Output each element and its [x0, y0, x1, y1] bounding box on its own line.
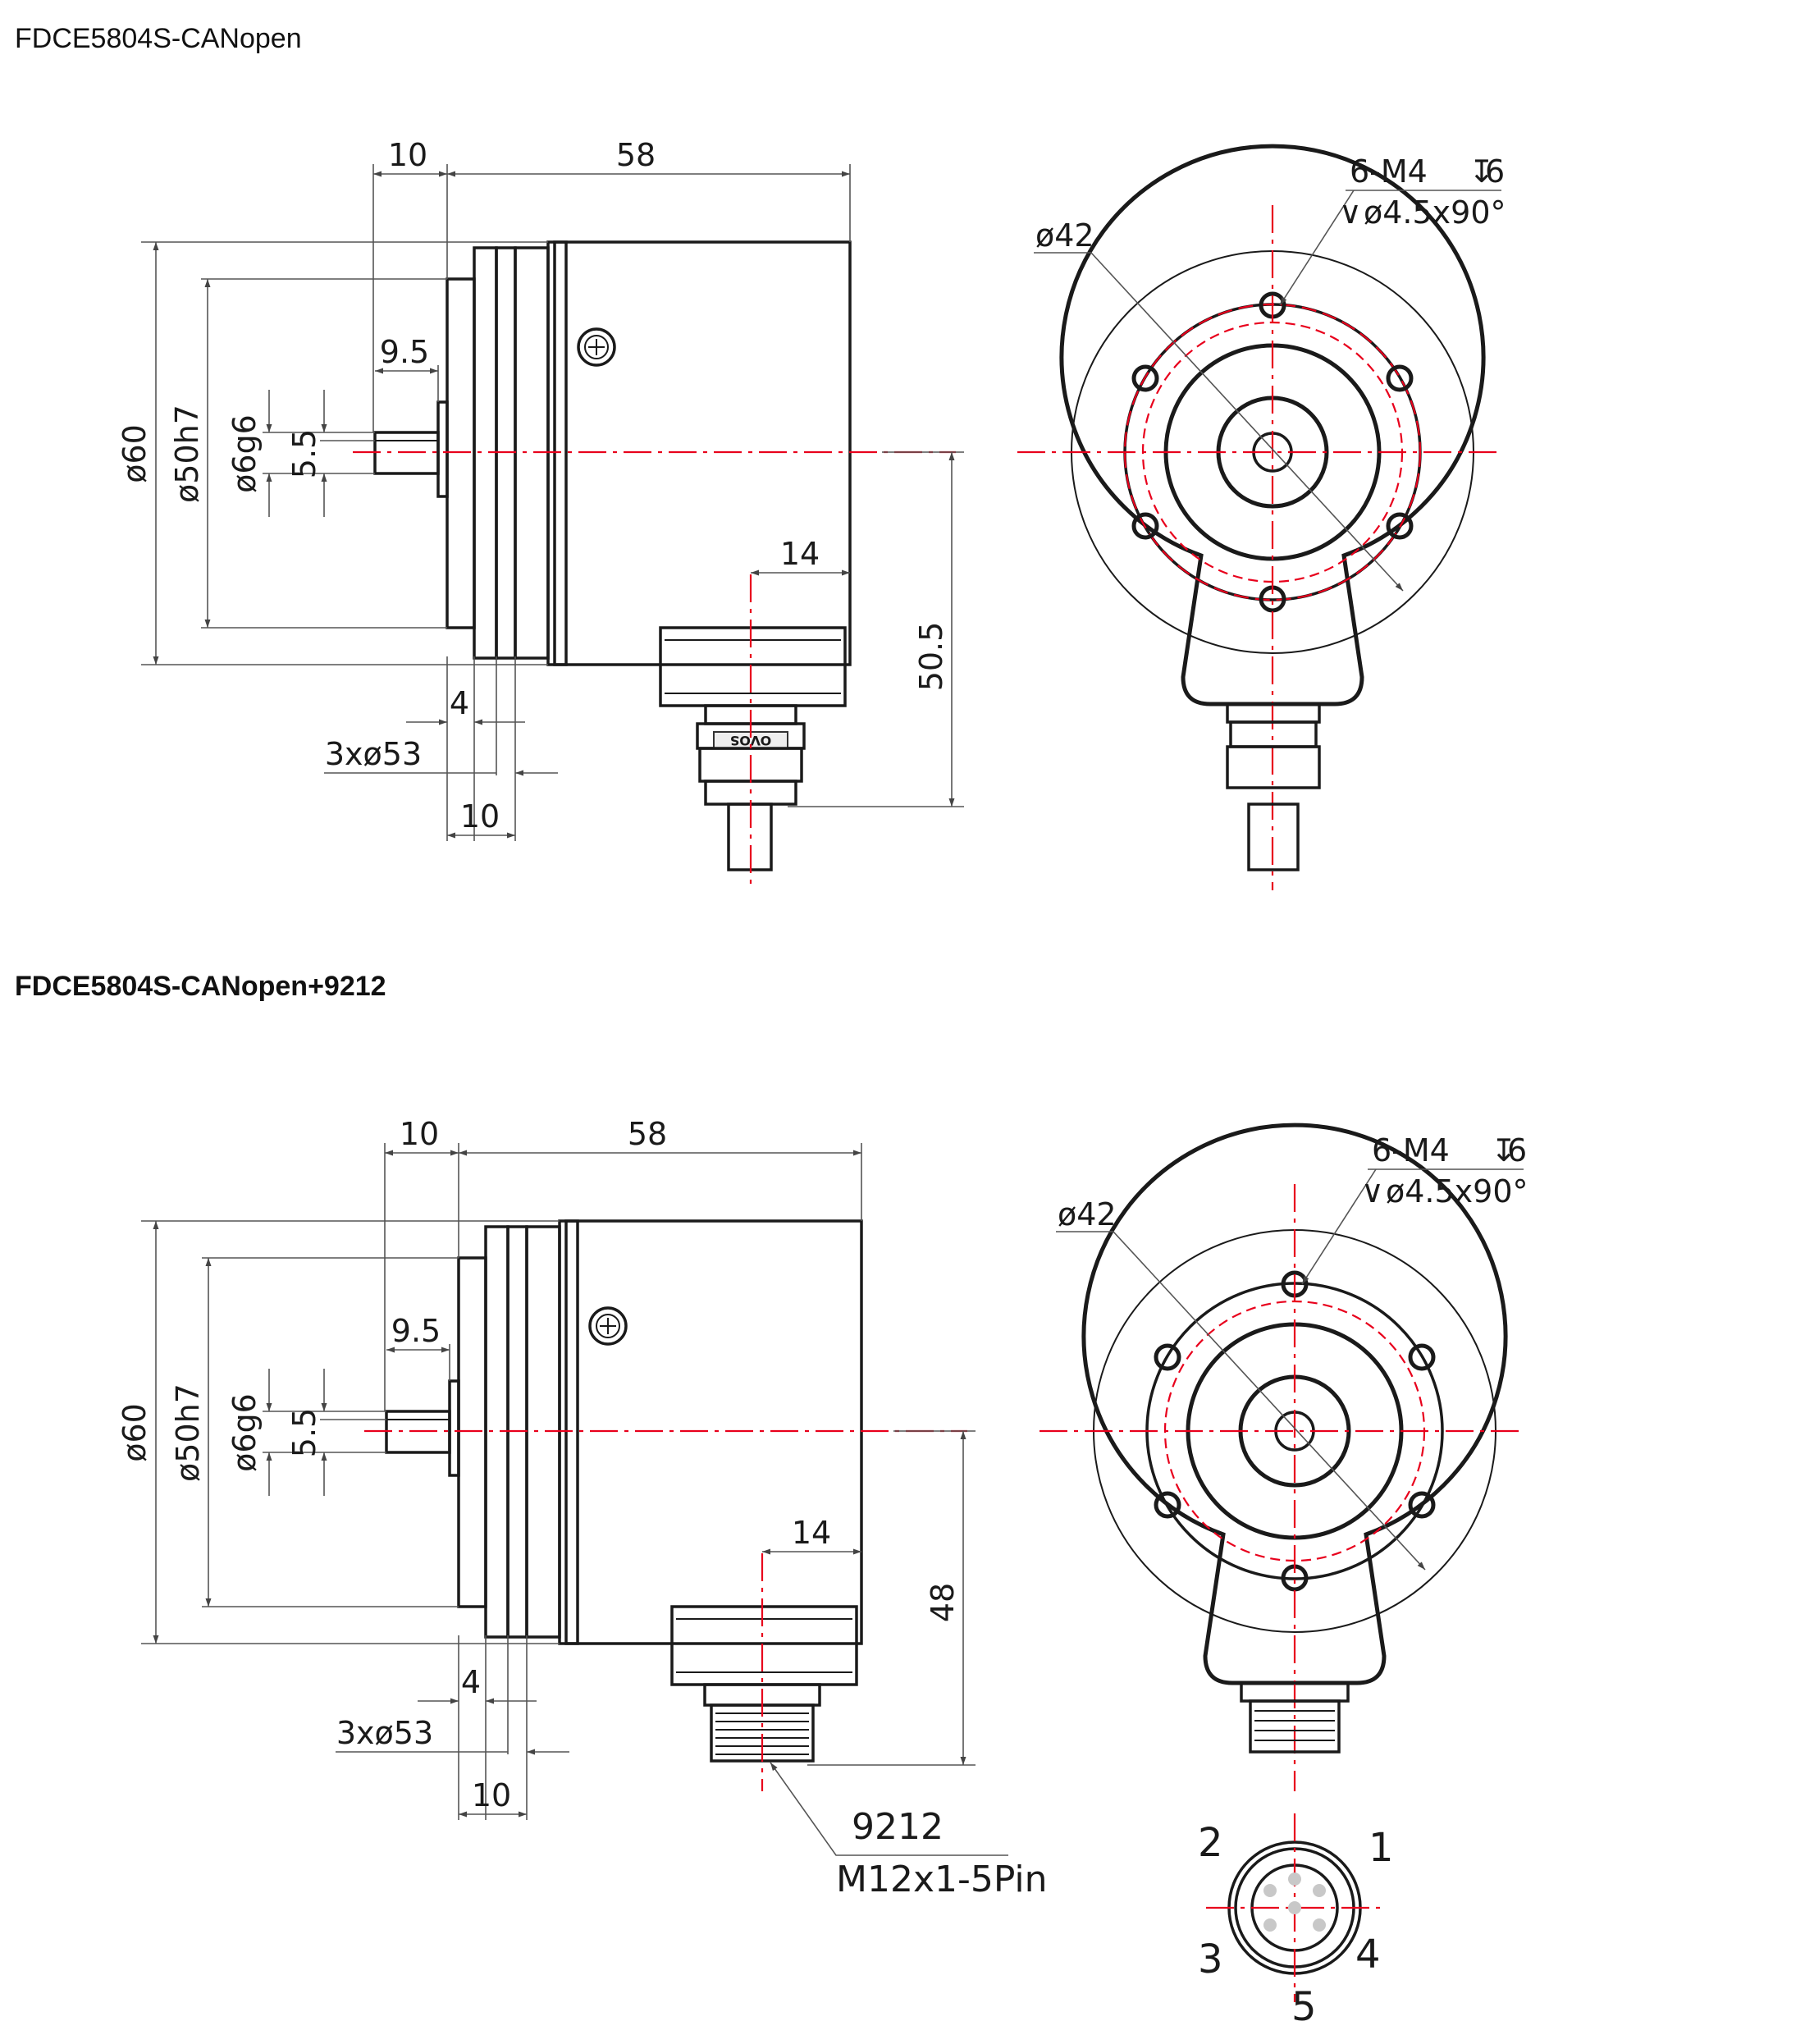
housing-outline	[1059, 144, 1486, 706]
dim-flat: 5.5	[286, 1408, 322, 1457]
front-bolt-circle: ø42	[1035, 217, 1094, 254]
pilot	[446, 277, 476, 629]
screw-icon	[588, 1306, 628, 1346]
dim-flange-width: 10	[388, 137, 427, 173]
dim-shaft-diameter: ø6g6	[226, 414, 263, 493]
encoder-body	[546, 240, 852, 666]
cable-gland-housing	[659, 626, 847, 707]
m12-thread	[1249, 1699, 1341, 1754]
dim-outer-diameter: ø60	[117, 1403, 153, 1462]
side-view-standard: OVOS	[117, 137, 964, 890]
front-threads: 6-M4	[1350, 153, 1428, 190]
pin-2	[1263, 1884, 1277, 1897]
depth-symbol-icon: ↧	[1491, 1132, 1517, 1168]
gland-marking: OVOS	[730, 733, 771, 748]
dim-flat: 5.5	[286, 429, 322, 478]
encoder-body	[558, 1219, 863, 1645]
front-thread-depth: 6	[1507, 1132, 1527, 1168]
dim-outer-diameter: ø60	[117, 424, 153, 483]
connector-code: 9212	[852, 1806, 944, 1848]
dim-shaft-length: 9.5	[391, 1313, 441, 1349]
dim-groove: 4	[450, 685, 469, 721]
depth-symbol-icon: ↧	[1469, 153, 1495, 190]
dim-shaft-diameter: ø6g6	[226, 1393, 263, 1472]
connector-housing	[670, 1605, 858, 1686]
dim-pilot-diameter: ø50h7	[170, 1383, 206, 1482]
dim-flange-width: 10	[400, 1116, 439, 1152]
countersink-icon: ∨	[1361, 1173, 1384, 1209]
countersink-icon: ∨	[1339, 194, 1362, 231]
housing-outline	[1081, 1123, 1508, 1685]
pin-label-1: 1	[1368, 1825, 1394, 1871]
dim-flange-rings: 3xø53	[325, 736, 422, 772]
pin-label-5: 5	[1291, 1984, 1317, 2030]
pilot	[457, 1256, 487, 1608]
dim-connector-height: 48	[925, 1583, 961, 1622]
dim-shaft-length: 9.5	[380, 334, 429, 370]
pin-label-3: 3	[1198, 1937, 1223, 1982]
dim-body-length: 58	[616, 137, 656, 173]
pin-3	[1263, 1918, 1277, 1932]
dim-body-length: 58	[628, 1116, 667, 1152]
connector-type: M12x1-5Pin	[836, 1859, 1048, 1900]
mounting-hole	[1154, 1270, 1436, 1592]
m12-pinout: 1 2 3 4 5	[1198, 1813, 1394, 2030]
dim-flange-rings: 3xø53	[336, 1715, 433, 1751]
pin-1	[1288, 1873, 1301, 1886]
front-threads: 6-M4	[1372, 1132, 1450, 1168]
dim-pilot-diameter: ø50h7	[169, 405, 205, 503]
front-view-m12-variant: ø42 6-M4 ↧ 6 ∨ ø4.5x90°	[1040, 1123, 1528, 1791]
front-countersink: ø4.5x90°	[1364, 194, 1506, 231]
pin-label-4: 4	[1355, 1932, 1381, 1978]
dim-connector-offset: 14	[780, 536, 820, 572]
dim-ring-spacing: 10	[460, 798, 500, 835]
side-view-m12-variant: 10 58 9.5 ø60 ø50h7 ø6g6 5.5 14 48 4 3xø…	[117, 1116, 1048, 1900]
screw-icon	[577, 327, 616, 367]
drawing-title-standard: FDCE5804S-CANopen	[15, 23, 302, 54]
front-view-standard: ø42 6-M4 ↧ 6 ∨ ø4.5x90°	[1017, 144, 1506, 890]
pin-4	[1313, 1884, 1326, 1897]
dim-groove: 4	[461, 1664, 481, 1700]
pin-5	[1313, 1918, 1326, 1932]
front-countersink: ø4.5x90°	[1386, 1173, 1528, 1209]
front-bolt-circle: ø42	[1058, 1196, 1117, 1232]
dim-ring-spacing: 10	[472, 1777, 511, 1813]
front-thread-depth: 6	[1485, 153, 1505, 190]
drawing-title-m12-variant: FDCE5804S-CANopen+9212	[15, 971, 386, 1002]
cable	[1247, 803, 1300, 871]
dim-connector-height: 50.5	[913, 622, 949, 692]
dim-connector-offset: 14	[792, 1515, 831, 1551]
pin-label-2: 2	[1198, 1820, 1223, 1866]
